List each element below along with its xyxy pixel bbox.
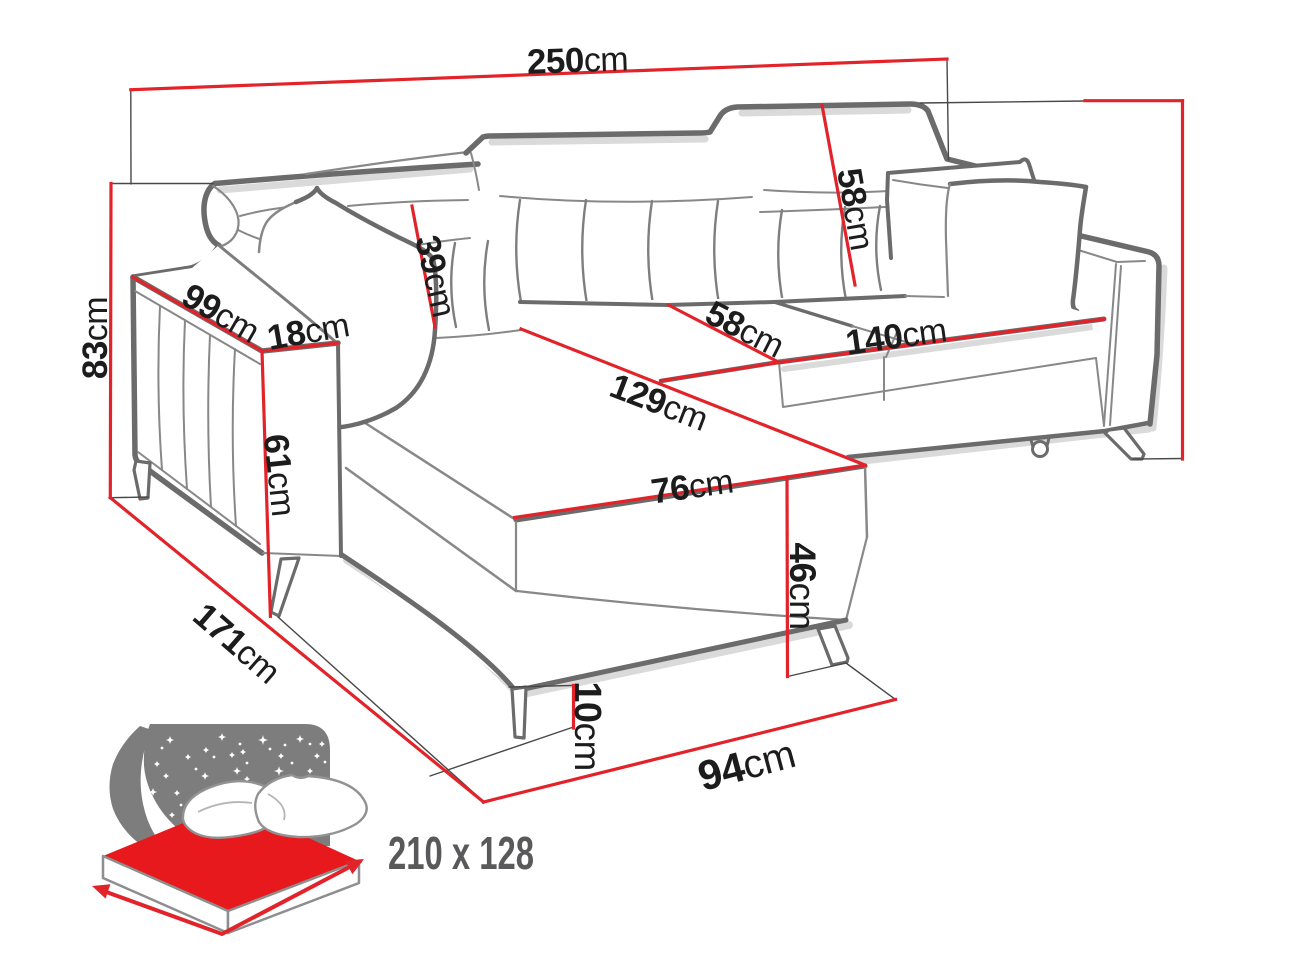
svg-text:250cm: 250cm [526,39,629,82]
svg-text:10cm: 10cm [566,681,608,771]
svg-text:210 x 128: 210 x 128 [388,827,534,879]
svg-text:46cm: 46cm [782,542,823,629]
svg-text:83cm: 83cm [76,297,115,379]
svg-text:94cm: 94cm [693,729,800,800]
svg-text:58cm: 58cm [829,165,882,253]
